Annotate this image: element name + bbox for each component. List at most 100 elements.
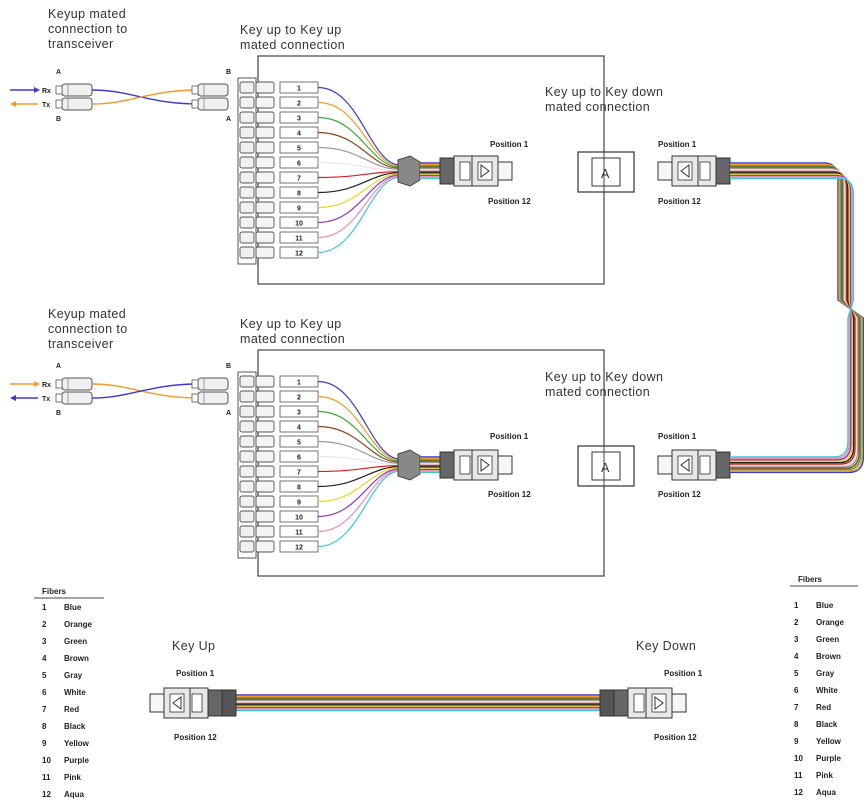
panel-lc-left [239, 390, 255, 403]
panel-port-number: 12 [295, 251, 303, 258]
panel-lc-right [255, 231, 275, 244]
fibers-legend-left-title: Fibers [42, 587, 67, 596]
panel-lc-right [255, 450, 275, 463]
fiber-number: 8 [794, 720, 799, 729]
panel-lc-left [239, 186, 255, 199]
bottom-port-b-right: B [226, 363, 231, 370]
panel-port-number: 6 [297, 161, 301, 168]
fiber-number: 9 [42, 739, 47, 748]
panel-lc-right [255, 480, 275, 493]
fiber-name: Purple [816, 754, 841, 763]
top-position-12-left: Position 12 [488, 197, 531, 206]
fiber-name: Gray [64, 671, 83, 680]
fiber-name: Blue [816, 601, 834, 610]
bottom-transceiver-label-2: connection to [48, 322, 128, 336]
fiber-number: 8 [42, 722, 47, 731]
panel-lc-right [255, 216, 275, 229]
bottom-keydown-label-2: mated connection [545, 385, 650, 399]
bottom-lc-connector-left [55, 377, 93, 405]
fiber-name: Green [816, 635, 839, 644]
top-position-12-right: Position 12 [658, 197, 701, 206]
panel-port-number: 9 [297, 206, 301, 213]
bottom-transceiver-label-1: Keyup mated [48, 307, 126, 321]
panel-lc-left [239, 201, 255, 214]
trunk-fiber [730, 174, 852, 461]
bottom-adapter-label: A [601, 461, 610, 475]
fanout-fiber [317, 470, 401, 548]
panel-lc-right [255, 405, 275, 418]
panel-port-number: 7 [297, 470, 301, 477]
panel-lc-right [255, 540, 275, 553]
panel-port-number: 7 [297, 176, 301, 183]
panel-port-number: 11 [295, 236, 303, 243]
bottom-keydown-label-1: Key up to Key down [545, 370, 663, 384]
fiber-number: 10 [42, 756, 51, 765]
fanout-fiber [317, 116, 401, 168]
fanout-fiber [317, 410, 401, 462]
panel-port-number: 5 [297, 146, 301, 153]
panel-lc-left [239, 435, 255, 448]
panel-lc-right [255, 81, 275, 94]
fiber-name: White [64, 688, 86, 697]
bottom-position-12-right: Position 12 [658, 490, 701, 499]
top-keyup-label-2: mated connection [240, 38, 345, 52]
fanout-fiber [317, 172, 401, 194]
fibers-legend-right-title: Fibers [798, 575, 823, 584]
fiber-number: 3 [794, 635, 799, 644]
top-tx-label: Tx [42, 102, 50, 109]
top-port-b-right: B [226, 69, 231, 76]
fiber-name: Black [816, 720, 838, 729]
panel-lc-left [239, 81, 255, 94]
panel-lc-left [239, 111, 255, 124]
fiber-number: 12 [794, 788, 803, 797]
bottom-transceiver-label-3: transceiver [48, 337, 114, 351]
fiber-name: Orange [816, 618, 845, 627]
bottom-section: Keyup mated connection to transceiver Ke… [10, 307, 731, 577]
panel-lc-left [239, 231, 255, 244]
trunk-cable-ribbon [730, 162, 864, 474]
fiber-name: Yellow [816, 737, 842, 746]
bottom-port-b-left: B [56, 410, 61, 417]
panel-port-number: 11 [295, 530, 303, 537]
bottom-keyup-label-2: mated connection [240, 332, 345, 346]
top-lc-connector-left [55, 83, 93, 111]
panel-lc-left [239, 480, 255, 493]
fanout-fiber [317, 175, 401, 239]
panel-port-number: 4 [297, 425, 301, 432]
fiber-name: Green [64, 637, 87, 646]
fiber-name: Pink [816, 771, 833, 780]
fiber-number: 4 [42, 654, 47, 663]
bottom-tx-label: Tx [42, 396, 50, 403]
fiber-name: Aqua [816, 788, 837, 797]
top-transceiver-label-3: transceiver [48, 37, 114, 51]
fiber-name: Pink [64, 773, 81, 782]
trunk-fiber [730, 173, 853, 462]
panel-lc-left [239, 246, 255, 259]
fanout-fiber [317, 131, 401, 169]
fanout-fiber [317, 174, 401, 224]
top-keyup-label-1: Key up to Key up [240, 23, 342, 37]
cable-mpo-left [149, 687, 223, 719]
cable-key-down-label: Key Down [636, 639, 696, 653]
panel-lc-right [255, 171, 275, 184]
cable-mpo-right [613, 687, 687, 719]
fanout-fiber [317, 465, 401, 473]
fiber-name: Orange [64, 620, 93, 629]
panel-lc-left [239, 465, 255, 478]
top-keydown-label-1: Key up to Key down [545, 85, 663, 99]
cable-position-1-left: Position 1 [176, 669, 215, 678]
top-keydown-label-2: mated connection [545, 100, 650, 114]
fanout-fiber [317, 176, 401, 254]
fanout-fiber [317, 468, 401, 518]
fiber-number: 1 [794, 601, 799, 610]
top-position-1-left: Position 1 [490, 140, 529, 149]
fiber-name: Aqua [64, 790, 85, 799]
cable-ribbon [236, 694, 600, 712]
fiber-number: 11 [42, 773, 51, 782]
fiber-number: 2 [42, 620, 47, 629]
panel-lc-right [255, 375, 275, 388]
panel-port-number: 10 [295, 515, 303, 522]
bottom-fanout-fibers [317, 380, 401, 548]
panel-port-number: 4 [297, 131, 301, 138]
